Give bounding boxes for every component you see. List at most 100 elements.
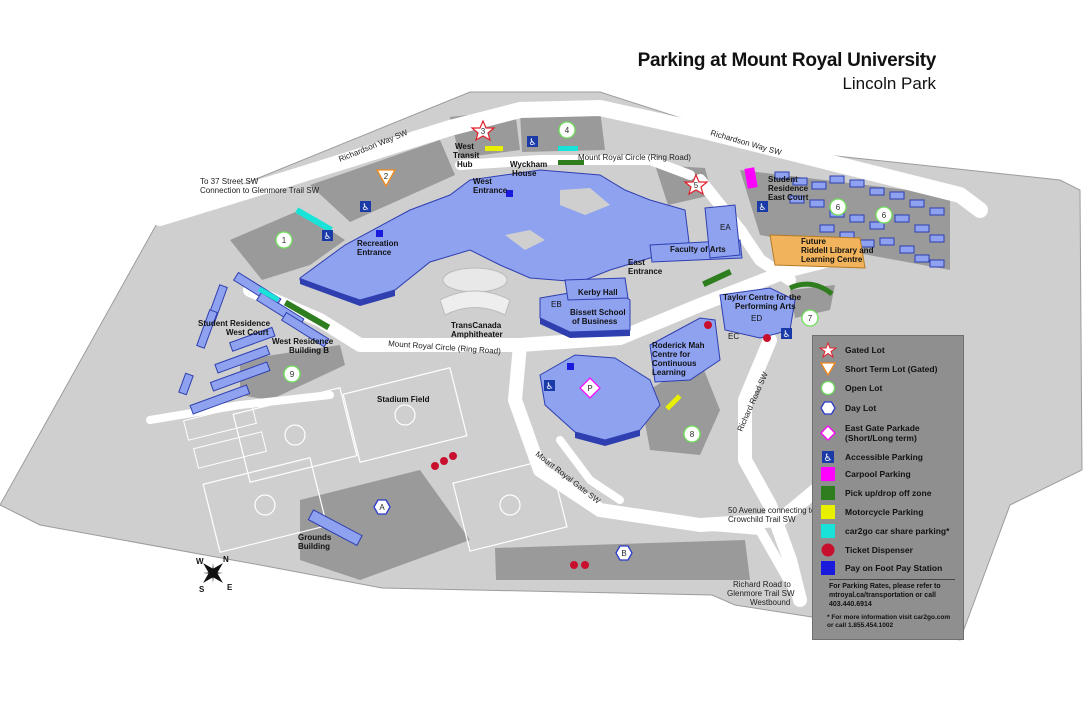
place-label: West (473, 177, 492, 186)
place-label: Recreation (357, 239, 398, 248)
pickup-zone-ring (558, 160, 584, 165)
place-label: Future (801, 237, 826, 246)
motorcycle-swatch-icon (819, 504, 837, 520)
place-label: East (628, 258, 645, 267)
lot-8-label: 8 (690, 430, 695, 439)
building-code-label: EA (720, 223, 731, 232)
star-icon (819, 342, 837, 358)
place-label: Student (768, 175, 798, 184)
car2go-swatch-icon (819, 523, 837, 539)
building-code-label: ED (751, 314, 762, 323)
pickup-swatch-icon (819, 485, 837, 501)
legend-item: Day Lot (819, 400, 876, 416)
page-subtitle: Lincoln Park (842, 74, 936, 93)
car2go-marker-4 (558, 146, 578, 151)
place-label: Taylor Centre for the (723, 293, 802, 302)
place-label: Kerby Hall (578, 288, 618, 297)
ticket-dispensers (431, 321, 771, 569)
main-campus-building (299, 169, 691, 306)
road-label: Connection to Glenmore Trail SW (200, 186, 320, 195)
motorcycle-marker-west (485, 146, 503, 151)
parkade-label: P (587, 384, 592, 393)
compass-e-label: E (227, 583, 233, 592)
compass-s-label: S (199, 585, 205, 594)
place-label: West Court (226, 328, 269, 337)
grounds-building (307, 509, 363, 547)
legend-label: Carpool Parking (845, 469, 911, 479)
place-label: Grounds (298, 533, 332, 542)
legend-note: * For more information visit car2go.com (827, 614, 951, 621)
legend-item: Open Lot (819, 380, 882, 396)
legend-label: Ticket Dispenser (845, 545, 913, 555)
lot-2-marker: 2 (375, 169, 397, 188)
compass-n-label: N (223, 555, 229, 564)
kerby-hall-building (564, 277, 629, 301)
lot-3-label: 3 (481, 127, 486, 136)
ticket-dispenser-icon (819, 542, 837, 558)
place-label: Riddell Library and (801, 246, 874, 255)
diamond-icon (819, 425, 837, 441)
lot-a-area (300, 470, 470, 580)
east-residence-buildings (774, 171, 945, 268)
place-label: Bissett School (570, 308, 626, 317)
open-lot-markers (275, 121, 893, 443)
motorcycle-marker-parkade (665, 394, 682, 411)
pickup-zone-residence (283, 299, 331, 331)
road-label: Richard Road to (733, 580, 791, 589)
place-label: East Court (768, 193, 809, 202)
carpool-swatch-icon (819, 466, 837, 482)
circle-icon (819, 380, 837, 396)
legend-item: Gated Lot (819, 342, 885, 358)
page-title: Parking at Mount Royal University (637, 50, 937, 71)
svg-text:♿: ♿ (782, 330, 790, 340)
lot-7-label: 7 (808, 314, 813, 323)
tennis-courts (183, 403, 267, 469)
legend-label: Motorcycle Parking (845, 507, 924, 517)
place-label: Stadium Field (377, 395, 430, 404)
lot-a-label: A (379, 503, 385, 512)
faculty-of-arts-building (649, 204, 743, 263)
road-label: Westbound (750, 598, 790, 607)
legend-item: Motorcycle Parking (819, 504, 923, 520)
legend-item: Short Term Lot (Gated) (819, 361, 937, 377)
legend-label: Pay on Foot Pay Station (845, 563, 943, 573)
lot-6-label: 6 (836, 203, 841, 212)
lot-3-marker: 3 (470, 119, 496, 142)
svg-text:♿: ♿ (545, 382, 553, 392)
road-label: Mount Royal Circle (Ring Road) (578, 153, 691, 162)
place-label: Learning Centre (801, 255, 863, 264)
pickup-zone-loop (788, 281, 834, 297)
place-label: Entrance (628, 267, 663, 276)
pickup-zone-east (702, 268, 732, 288)
car2go-marker-residence (257, 286, 280, 303)
legend-label: Day Lot (845, 403, 877, 413)
pay-station-icon (506, 190, 513, 197)
legend-divider (829, 579, 955, 580)
legend-label: Short Term Lot (Gated) (845, 364, 938, 374)
legend-item: Pay on Foot Pay Station (819, 560, 942, 576)
legend-label: car2go car share parking* (845, 526, 950, 536)
pay-station-icon (567, 363, 574, 370)
place-label: Performing Arts (735, 302, 796, 311)
svg-text:♿: ♿ (323, 232, 331, 242)
place-label: Faculty of Arts (670, 245, 726, 254)
lot-7-area (790, 285, 835, 318)
place-label: Entrance (473, 186, 508, 195)
amphitheater (439, 267, 511, 316)
svg-text:♿: ♿ (824, 453, 833, 464)
svg-text:♿: ♿ (528, 138, 536, 148)
svg-text:♿: ♿ (361, 203, 369, 213)
place-label: West (455, 142, 474, 151)
roderick-mah-building (649, 317, 721, 383)
place-label: Learning (652, 368, 686, 377)
legend-item: Carpool Parking (819, 466, 911, 482)
legend-item: Pick up/drop off zone (819, 485, 931, 501)
compass-w-label: W (196, 557, 204, 566)
lot-9-label: 9 (290, 370, 295, 379)
riddell-library (769, 234, 866, 269)
legend-item: Ticket Dispenser (819, 542, 913, 558)
place-label: Transit (453, 151, 480, 160)
legend-note: 403.440.6914 (829, 601, 872, 608)
place-label: Student Residence (198, 319, 271, 328)
